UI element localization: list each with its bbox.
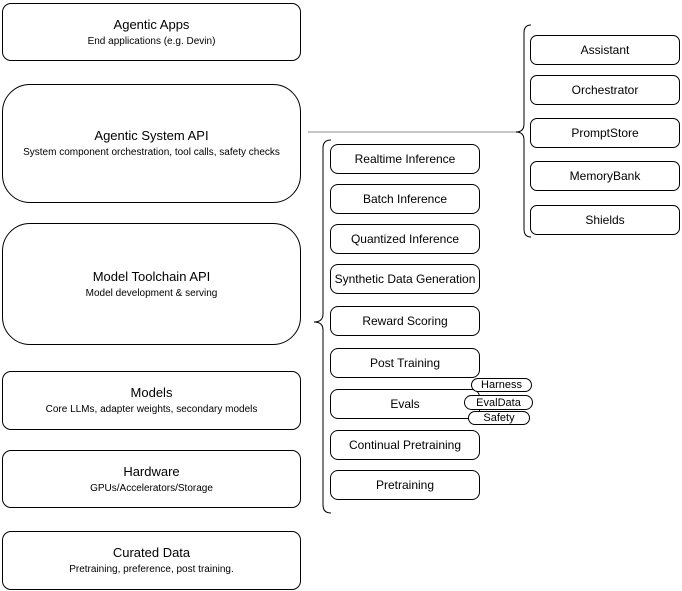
layer-box-agentic-system-api: Agentic System API System component orch… — [2, 84, 301, 203]
system-box-orchestrator: Orchestrator — [530, 75, 680, 105]
system-label: Orchestrator — [571, 83, 639, 97]
toolchain-label: Synthetic Data Generation — [334, 272, 476, 286]
toolchain-box-evals: Evals — [330, 389, 480, 419]
system-label: Assistant — [580, 43, 630, 57]
system-label: PromptStore — [571, 126, 639, 140]
layer-title: Hardware — [123, 463, 180, 479]
toolchain-box-reward-scoring: Reward Scoring — [330, 306, 480, 336]
layer-box-agentic-apps: Agentic Apps End applications (e.g. Devi… — [2, 3, 301, 61]
toolchain-label: Quantized Inference — [350, 232, 460, 246]
layer-box-model-toolchain-api: Model Toolchain API Model development & … — [2, 223, 301, 345]
eval-tag-harness: Harness — [471, 378, 532, 392]
system-label: MemoryBank — [569, 169, 641, 183]
layer-subtitle: Model development & serving — [85, 287, 218, 299]
system-components-brace — [515, 24, 532, 238]
eval-tag-safety: Safety — [468, 411, 530, 425]
toolchain-box-batch-inference: Batch Inference — [330, 184, 480, 214]
system-box-memorybank: MemoryBank — [530, 161, 680, 191]
toolchain-box-realtime-inference: Realtime Inference — [330, 144, 480, 174]
toolchain-label: Evals — [390, 397, 420, 411]
layer-subtitle: Pretraining, preference, post training. — [69, 564, 234, 575]
layer-subtitle: Core LLMs, adapter weights, secondary mo… — [45, 404, 258, 415]
system-box-assistant: Assistant — [530, 35, 680, 65]
system-box-shields: Shields — [530, 205, 680, 235]
toolchain-brace — [313, 139, 332, 514]
toolchain-label: Realtime Inference — [354, 152, 456, 166]
toolchain-box-post-training: Post Training — [330, 348, 480, 378]
layer-title: Model Toolchain API — [92, 268, 211, 284]
system-box-promptstore: PromptStore — [530, 118, 680, 148]
layer-title: Agentic System API — [94, 128, 209, 143]
layer-subtitle: GPUs/Accelerators/Storage — [90, 482, 213, 494]
toolchain-box-quantized-inference: Quantized Inference — [330, 224, 480, 254]
layer-box-models: Models Core LLMs, adapter weights, secon… — [2, 371, 301, 430]
layer-title: Curated Data — [112, 545, 191, 560]
system-label: Shields — [585, 213, 625, 227]
layer-subtitle: System component orchestration, tool cal… — [23, 147, 280, 158]
layer-subtitle: End applications (e.g. Devin) — [87, 35, 216, 47]
toolchain-label: Post Training — [369, 356, 441, 370]
toolchain-label: Batch Inference — [362, 192, 448, 206]
layer-box-hardware: Hardware GPUs/Accelerators/Storage — [2, 450, 301, 508]
toolchain-label: Reward Scoring — [362, 314, 448, 328]
toolchain-label: Continual Pretraining — [348, 438, 462, 452]
toolchain-label: Pretraining — [375, 478, 435, 492]
toolchain-box-synthetic-data-generation: Synthetic Data Generation — [330, 264, 480, 294]
toolchain-box-pretraining: Pretraining — [330, 470, 480, 500]
eval-tag-label: EvalData — [476, 396, 521, 409]
layer-title: Agentic Apps — [113, 16, 190, 32]
layer-box-curated-data: Curated Data Pretraining, preference, po… — [2, 531, 301, 590]
layer-title: Models — [130, 385, 173, 400]
eval-tag-label: Safety — [483, 412, 515, 424]
eval-tag-label: Harness — [481, 379, 522, 391]
toolchain-box-continual-pretraining: Continual Pretraining — [330, 430, 480, 460]
eval-tag-evaldata: EvalData — [464, 395, 533, 410]
